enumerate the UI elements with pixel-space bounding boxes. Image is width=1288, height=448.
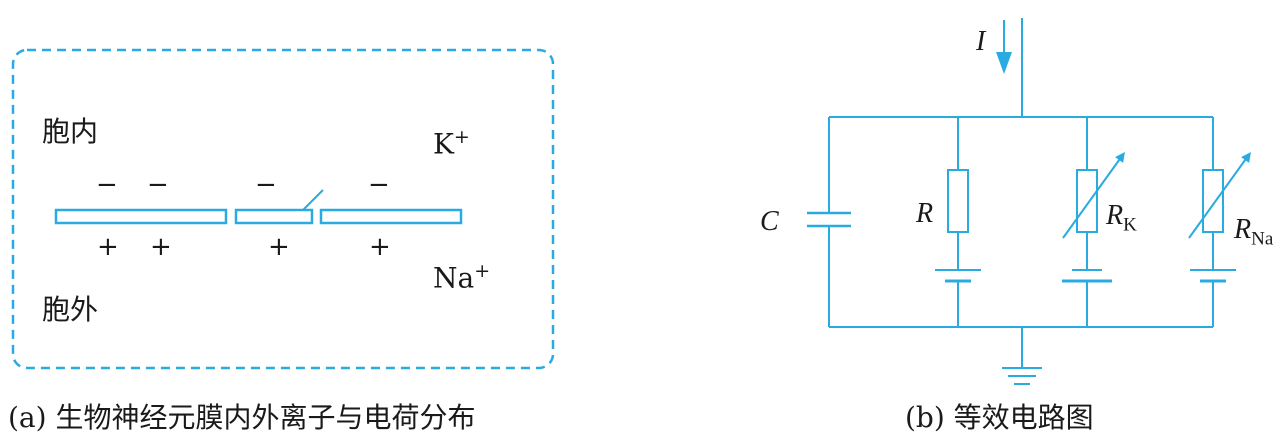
outside-cell-label: 胞外 [42, 293, 99, 326]
caption-a: (a) 生物神经元膜内外离子与电荷分布 [8, 401, 476, 434]
sodium-charge: + [474, 260, 491, 282]
plus-charge-4: + [369, 232, 391, 262]
resistor-r [947, 169, 969, 233]
rk-variable-arrow [1062, 151, 1125, 239]
plus-charge-3: + [268, 232, 290, 262]
resistor-rk [1076, 169, 1098, 233]
sodium-symbol: Na [433, 261, 475, 295]
membrane-segment-2 [234, 208, 314, 225]
rna-subscript: Na [1251, 228, 1274, 250]
membrane-segment-3 [319, 208, 463, 225]
resistor-rk-label: RK [1106, 202, 1137, 235]
sodium-ion-label: Na+ [433, 262, 490, 292]
minus-charge-4: − [368, 170, 390, 200]
minus-charge-1: − [96, 170, 118, 200]
resistor-r-label: R [916, 198, 934, 229]
minus-charge-2: − [147, 170, 169, 200]
rk-symbol: R [1106, 200, 1124, 231]
cell-boundary [11, 48, 555, 370]
plus-charge-1: + [97, 232, 119, 262]
rk-subscript: K [1123, 214, 1137, 236]
inside-cell-label: 胞内 [42, 115, 99, 148]
current-label: I [976, 26, 986, 57]
caption-b: (b) 等效电路图 [905, 401, 1094, 434]
minus-charge-3: − [255, 170, 277, 200]
membrane-segment-1 [54, 208, 228, 225]
ion-channel-gate [302, 189, 324, 211]
resistor-rna [1202, 169, 1224, 233]
resistor-rna-label: RNa [1234, 216, 1273, 249]
potassium-ion-label: K+ [433, 128, 470, 158]
rna-variable-arrow [1188, 151, 1251, 239]
potassium-charge: + [453, 126, 470, 148]
current-arrowhead [996, 52, 1012, 74]
capacitor-label: C [760, 206, 779, 237]
potassium-symbol: K [433, 127, 454, 161]
plus-charge-2: + [150, 232, 172, 262]
rna-symbol: R [1234, 214, 1252, 245]
